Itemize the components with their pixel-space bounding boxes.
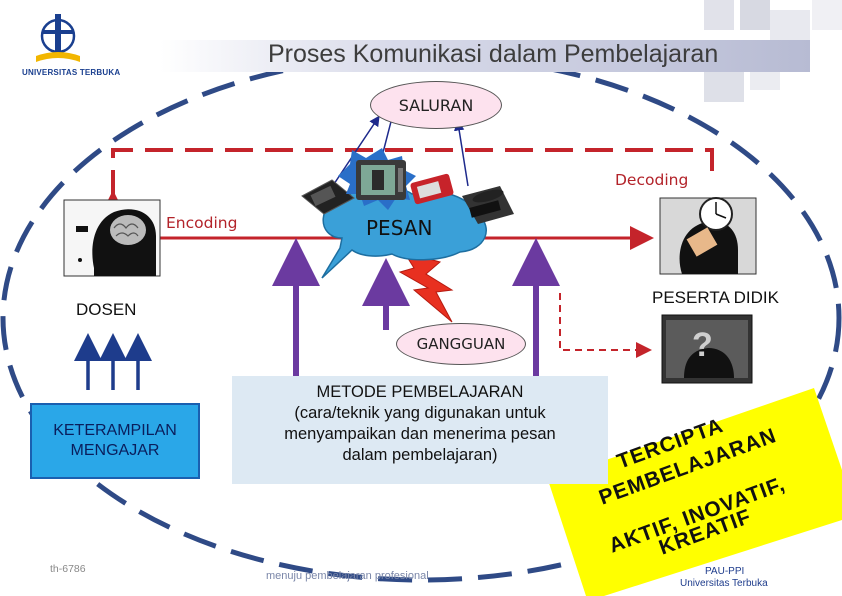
teaching-method-line: menyampaikan dan menerima pesan xyxy=(284,425,556,443)
question-mark-icon: ? xyxy=(692,326,713,364)
title-bar: Proses Komunikasi dalam Pembelajaran xyxy=(160,40,810,72)
teaching-method-line: (cara/teknik yang digunakan untuk xyxy=(294,404,546,422)
decoding-label: Decoding xyxy=(615,171,689,189)
noise-effect-line xyxy=(559,293,652,358)
footer-left: th-6786 xyxy=(50,563,86,575)
noise-label: GANGGUAN xyxy=(396,323,526,365)
question-icon xyxy=(661,314,753,384)
video-camera-icon xyxy=(410,173,454,205)
student-clock-icon xyxy=(659,197,757,275)
teaching-skills-line: MENGAJAR xyxy=(70,442,160,459)
logo-text: UNIVERSITAS TERBUKA xyxy=(22,68,121,77)
channel-link-right xyxy=(453,120,469,187)
footer-right-line: Universitas Terbuka xyxy=(680,578,768,589)
teaching-method-line: dalam pembelajaran) xyxy=(342,446,498,464)
telephone-icon xyxy=(462,186,514,224)
lightning-icon xyxy=(398,251,454,323)
encoding-label: Encoding xyxy=(166,214,238,232)
channel-label: SALURAN xyxy=(370,81,502,129)
university-logo-icon xyxy=(36,14,80,62)
teaching-skills-box: KETERAMPILAN MENGAJAR xyxy=(30,403,200,479)
page-title: Proses Komunikasi dalam Pembelajaran xyxy=(268,40,719,68)
decorative-squares xyxy=(704,0,842,102)
tv-icon xyxy=(356,160,406,200)
footer-right-line: PAU-PPI xyxy=(705,566,745,577)
teaching-skills-line: KETERAMPILAN xyxy=(53,422,177,439)
feedback-line xyxy=(97,148,714,222)
footer-center: menuju pembelajaran profesional xyxy=(266,570,429,582)
radio-icon xyxy=(301,179,355,215)
slogan-banner xyxy=(548,388,842,596)
teaching-method-line: METODE PEMBELAJARAN xyxy=(316,383,524,401)
lecturer-brain-icon xyxy=(63,199,161,277)
teaching-method-box: METODE PEMBELAJARAN (cara/teknik yang di… xyxy=(232,376,608,484)
student-label: PESERTA DIDIK xyxy=(652,288,779,307)
lecturer-label: DOSEN xyxy=(76,300,137,319)
message-label: PESAN xyxy=(366,216,433,240)
